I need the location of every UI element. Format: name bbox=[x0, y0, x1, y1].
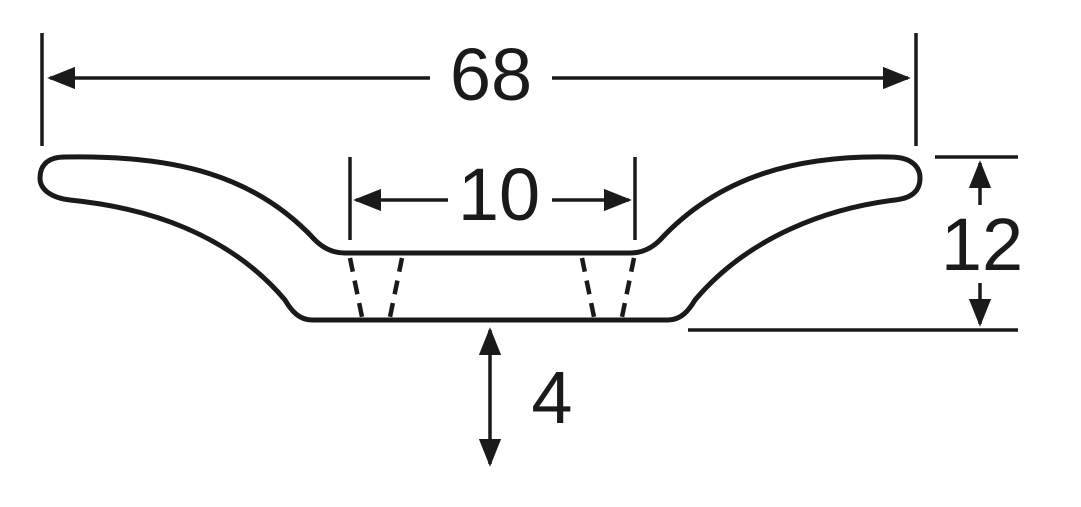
screw-hole-right bbox=[579, 257, 637, 318]
inner-length-dimension bbox=[348, 157, 637, 240]
thickness-label: 4 bbox=[531, 356, 572, 439]
screw-hole-left bbox=[347, 257, 405, 318]
inner-length-label: 10 bbox=[458, 153, 540, 236]
cleat-outline bbox=[37, 154, 923, 323]
height-label: 12 bbox=[941, 203, 1023, 286]
height-dimension bbox=[688, 155, 1018, 332]
overall-length-label: 68 bbox=[450, 33, 532, 116]
overall-length-dimension bbox=[40, 33, 918, 146]
